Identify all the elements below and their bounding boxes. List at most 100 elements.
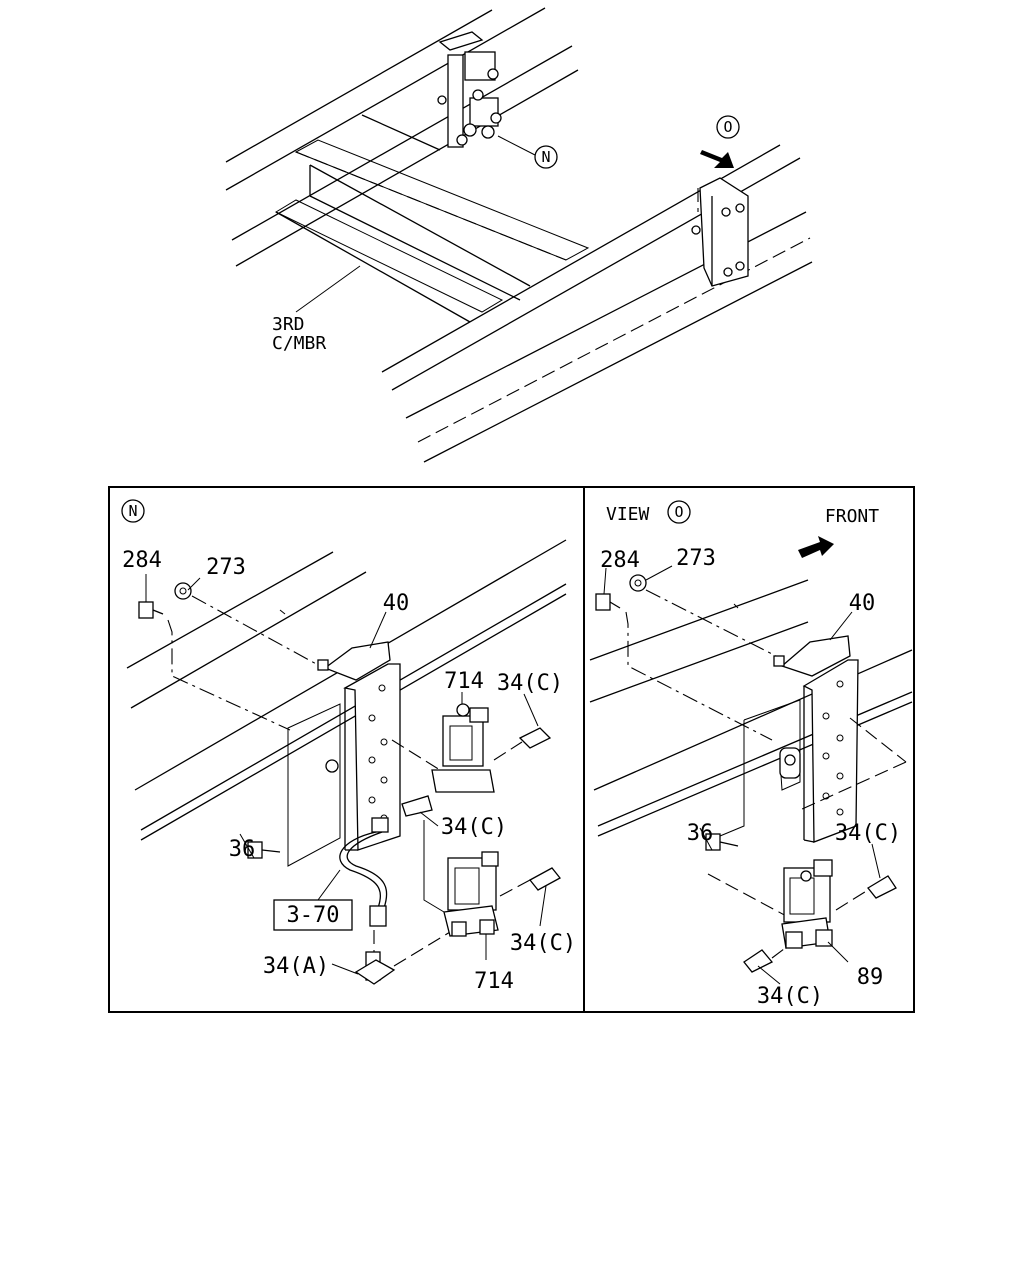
valve-port [479, 919, 495, 935]
bolt [691, 225, 701, 235]
bolt [325, 759, 339, 773]
right-rail-edge [423, 261, 813, 463]
label-273: 273 [206, 555, 246, 580]
bracket-hole [380, 776, 388, 784]
frame-rail-edge [597, 691, 913, 827]
bolt [735, 261, 745, 271]
leader-n [497, 135, 536, 156]
connector [469, 707, 489, 723]
bolt-284 [138, 601, 154, 619]
bolt [723, 267, 733, 277]
label-36: 36 [687, 821, 714, 846]
valve-center-line [707, 873, 791, 919]
fitting-center-line [835, 889, 869, 911]
left-rail-edge [235, 69, 579, 267]
leader [419, 811, 439, 827]
left-rail-edge [225, 9, 493, 163]
fitting-34c [743, 949, 774, 973]
leader-member [295, 265, 361, 313]
bracket-hole [836, 680, 844, 688]
bracket-40-top [780, 635, 851, 677]
fitting-34c [529, 867, 561, 891]
frame-plate-edge [719, 720, 745, 837]
bracket-hole [822, 712, 830, 720]
label-40: 40 [849, 591, 876, 616]
marker-o: O [723, 118, 732, 136]
bracket-hole [836, 734, 844, 742]
left-rail-edge [225, 7, 546, 191]
bolt-center-line [167, 619, 291, 731]
fitting [487, 68, 499, 80]
bolt [437, 95, 447, 105]
label-34a: 34(A) [263, 954, 329, 979]
solenoid-coil [454, 867, 480, 905]
fitting [490, 112, 502, 124]
bracket-hole [822, 752, 830, 760]
nut-273-hole [634, 579, 642, 587]
leader [699, 827, 713, 851]
bracket-hole [836, 808, 844, 816]
bolt [773, 655, 785, 667]
solenoid-714 [447, 857, 497, 911]
mount-center-line [849, 717, 907, 763]
bracket-n [447, 54, 464, 148]
label-34c-1: 34(C) [497, 671, 563, 696]
frame-rail-edge [130, 571, 367, 709]
bracket-hole [836, 772, 844, 780]
fitting [472, 89, 484, 101]
solenoid-terminal [456, 703, 470, 717]
label-34c-3: 34(C) [510, 931, 576, 956]
fitting [456, 134, 468, 146]
bracket-n-top [438, 31, 484, 51]
solenoid-valve [469, 97, 499, 127]
detail-panel-o: VIEW O FRONT [589, 500, 913, 1009]
ref-3-70-box [273, 899, 353, 931]
frame-rail-edge [597, 701, 913, 837]
leader [187, 577, 201, 591]
front-label: FRONT [825, 506, 879, 527]
label-34c-2: 34(C) [441, 815, 507, 840]
nut-center-line [191, 595, 321, 667]
bolt-36-shank [719, 841, 739, 847]
frame-rail-edge [140, 593, 567, 841]
frame-rail-edge [593, 649, 913, 791]
marker-n: N [541, 148, 550, 166]
connector [813, 859, 833, 877]
frame-rail-edge [589, 621, 809, 703]
pipe-routing [423, 820, 445, 913]
frame-rail-edge [126, 551, 334, 669]
valve-port [451, 921, 467, 937]
valve-body [431, 769, 495, 793]
bolt-284-shank [609, 601, 621, 609]
ref-3-70: 3-70 [287, 903, 340, 928]
left-rail-edge [231, 45, 573, 241]
panel-o-marker: O [674, 503, 683, 521]
leader [603, 567, 607, 595]
bracket-hole [822, 792, 830, 800]
leader [523, 693, 539, 727]
connector [481, 851, 499, 867]
bracket-hole [368, 756, 376, 764]
nut-273 [174, 582, 192, 600]
valve-port [785, 931, 803, 949]
bracket-hole [368, 796, 376, 804]
frame-rail-edge [140, 583, 567, 831]
label-284: 284 [600, 548, 640, 573]
marker-n-circle [534, 145, 558, 169]
bolt-284 [595, 593, 611, 611]
pipe-nut [371, 817, 389, 833]
rail-hole [733, 603, 739, 609]
label-36: 36 [229, 837, 256, 862]
bolt [721, 207, 731, 217]
leader [369, 611, 387, 649]
detail-panel-frame [108, 486, 915, 1013]
panel-n-marker: N [128, 502, 137, 520]
brake-pipe [346, 831, 388, 909]
fitting [463, 123, 477, 137]
label-40: 40 [383, 591, 410, 616]
panel-o-marker-circle [667, 500, 691, 524]
panel-n-marker-circle [121, 499, 145, 523]
view-direction-arrow-icon [700, 150, 734, 168]
detail-panel-n: N [121, 499, 576, 994]
